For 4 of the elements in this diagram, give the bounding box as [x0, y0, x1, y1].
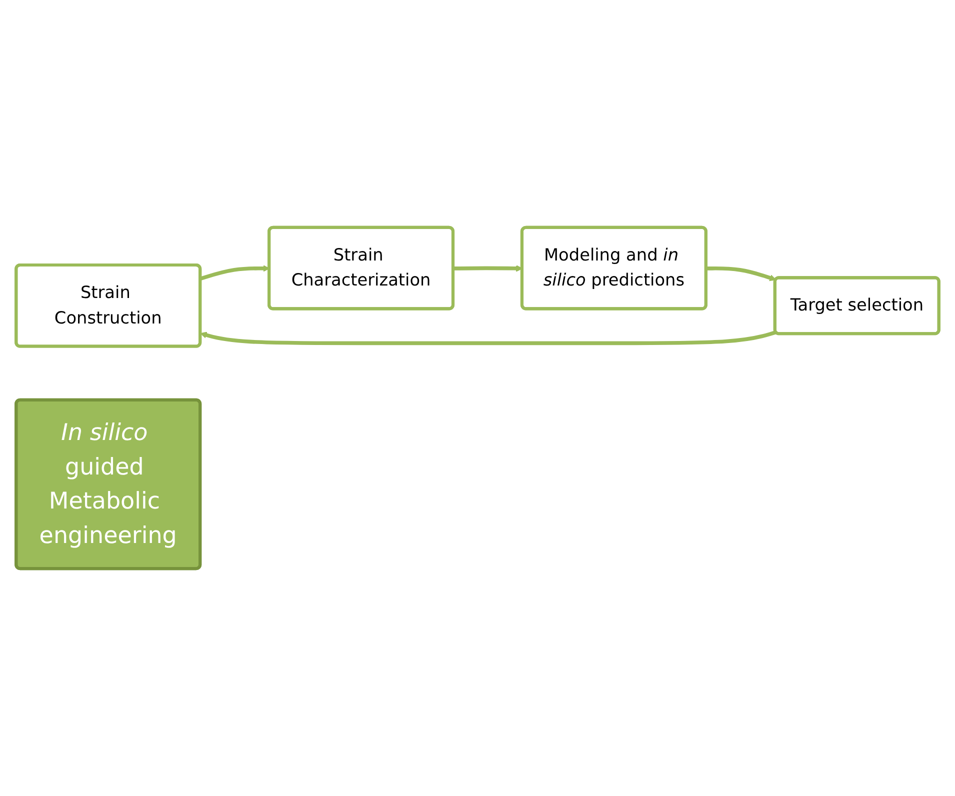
arrow [200, 330, 776, 346]
arrow [706, 266, 776, 282]
arrow [200, 265, 270, 281]
arrow [453, 265, 523, 272]
